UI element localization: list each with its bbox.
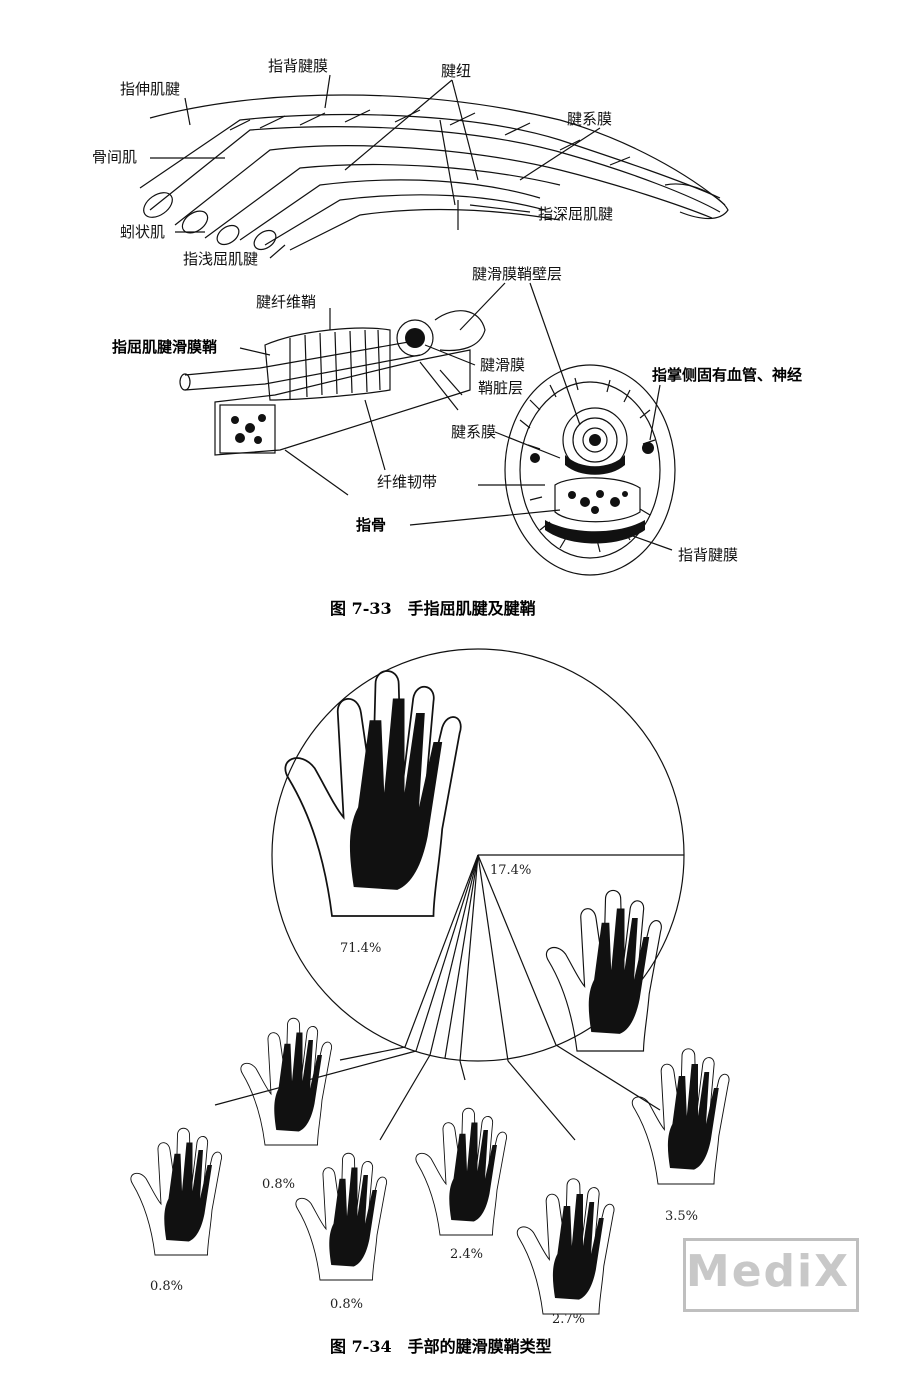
hand-35-percent — [631, 1048, 730, 1185]
figure-7-34-caption: 图 7-34 手部的腱滑膜鞘类型 — [330, 1337, 552, 1356]
hand-08a-percent — [240, 1017, 333, 1146]
hand-08c-percent — [295, 1152, 388, 1281]
middle-leader-lines — [239, 282, 673, 551]
watermark-logo: MediX — [685, 1246, 851, 1297]
pie-radii — [404, 854, 684, 1062]
label-synovial-sheath: 指屈肌腱滑膜鞘 — [112, 338, 217, 356]
label-lumbrical: 蚓状肌 — [120, 223, 165, 241]
label-vinculum: 腱纽 — [441, 62, 471, 80]
top-leader-lines — [150, 74, 601, 259]
pct-17-4: 17.4% — [490, 863, 531, 878]
pct-71-4: 71.4% — [340, 941, 381, 956]
label-tendon-synovium: 腱滑膜 — [480, 356, 525, 374]
hand-24-percent — [415, 1107, 508, 1236]
figure-7-33-caption: 图 7-33 手指屈肌腱及腱鞘 — [330, 599, 536, 618]
label-fibrous-sheath: 腱纤维鞘 — [256, 293, 316, 311]
label-interosseous: 骨间肌 — [92, 148, 137, 166]
label-palmar-lateral-vessels: 指掌侧固有血管、神经 — [652, 366, 802, 384]
pct-0-8-a: 0.8% — [262, 1177, 295, 1192]
pct-2-4: 2.4% — [450, 1247, 483, 1262]
pct-3-5: 3.5% — [665, 1209, 698, 1224]
pie-connectors — [214, 1044, 661, 1141]
label-mesotendon-top: 腱系膜 — [567, 110, 612, 128]
finger-side-view-illustration — [139, 94, 729, 251]
label-parietal-layer: 腱滑膜鞘壁层 — [472, 265, 562, 283]
pct-0-8-b: 0.8% — [150, 1279, 183, 1294]
label-fibrous-ligament: 纤维韧带 — [377, 473, 437, 491]
label-fds-tendon: 指浅屈肌腱 — [183, 250, 258, 268]
label-mesotendon: 腱系膜 — [451, 423, 496, 441]
label-dorsal-aponeurosis-top: 指背腱膜 — [268, 57, 328, 75]
pct-0-8-c: 0.8% — [330, 1297, 363, 1312]
watermark-frame — [683, 1238, 859, 1312]
label-dorsal-aponeurosis-bottom: 指背腱膜 — [678, 546, 738, 564]
hand-71-percent — [284, 670, 462, 917]
hand-27-percent — [516, 1178, 615, 1315]
hand-17-percent — [545, 889, 662, 1052]
cross-section-illustration — [504, 364, 676, 576]
label-phalanx: 指骨 — [356, 516, 386, 534]
pct-2-7: 2.7% — [552, 1312, 585, 1327]
label-fdp-tendon: 指深屈肌腱 — [538, 205, 613, 223]
label-extensor-tendon: 指伸肌腱 — [120, 80, 180, 98]
sheath-cutaway-illustration — [179, 310, 486, 456]
label-visceral-layer: 鞘脏层 — [478, 379, 523, 397]
hand-08b-percent — [130, 1127, 223, 1256]
